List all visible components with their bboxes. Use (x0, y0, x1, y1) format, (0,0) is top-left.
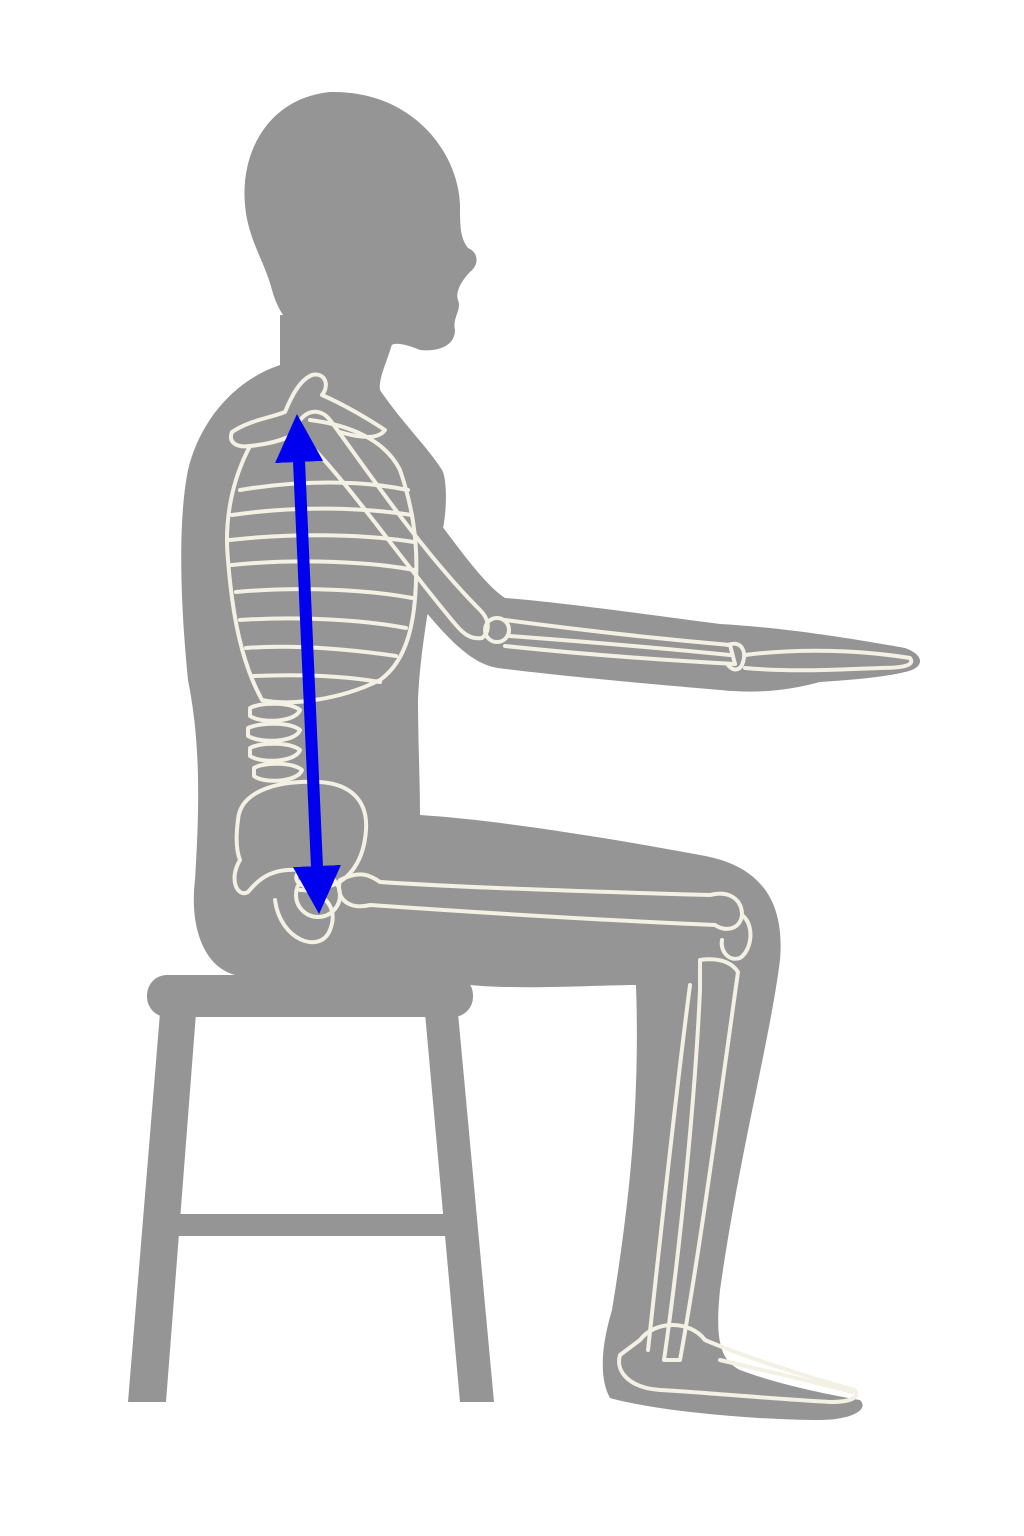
measurement-arrow (275, 414, 341, 914)
elbow-joint (483, 616, 511, 644)
stool-seat (147, 975, 473, 1017)
double-headed-arrow-icon (275, 414, 341, 914)
patella-bone (719, 913, 753, 961)
ulna-line (508, 634, 732, 657)
stool-leg-front-left (128, 1013, 196, 1402)
toe-bones (718, 1358, 854, 1394)
tibia-bone (662, 957, 740, 1362)
wrist-bones (726, 641, 747, 672)
stool-leg-front-right (425, 1013, 494, 1402)
stool (128, 975, 494, 1402)
head (244, 91, 477, 351)
hand-bones (743, 648, 914, 673)
fibula-bone (646, 983, 692, 1352)
radius-ulna-bones (503, 618, 737, 666)
torso-and-legs (181, 315, 863, 1420)
stool-crossbar (170, 1214, 462, 1236)
foot-bones (617, 1323, 859, 1404)
arm (285, 380, 920, 692)
scapula-bone (230, 372, 387, 439)
